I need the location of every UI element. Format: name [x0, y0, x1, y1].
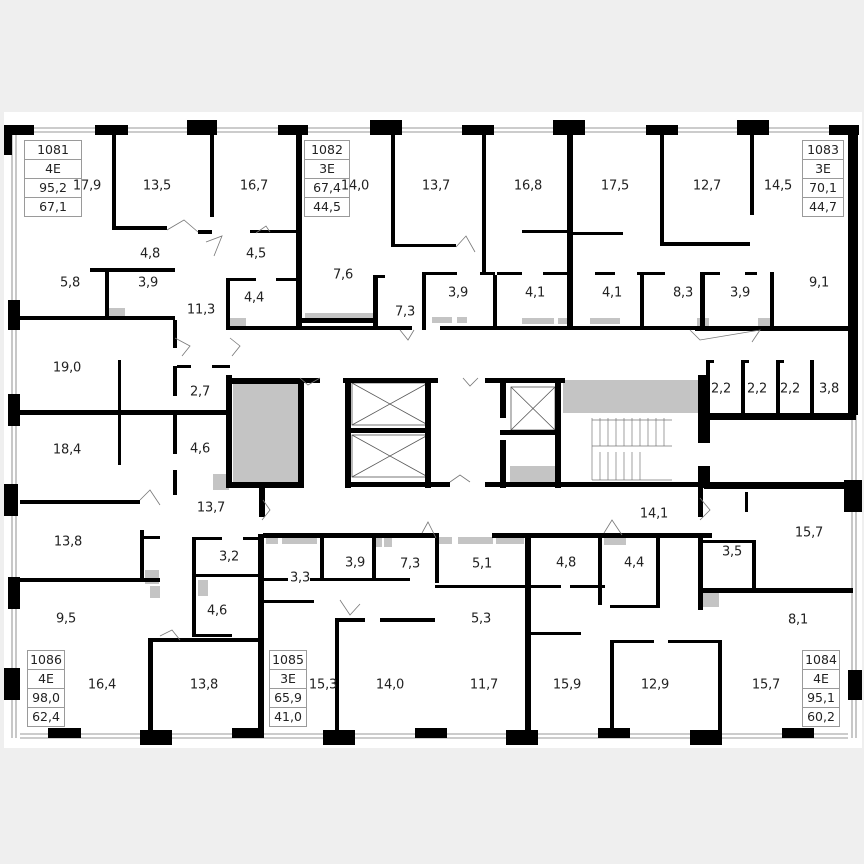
room-area-label: 9,1	[808, 275, 830, 291]
apartment-number: 1084	[803, 651, 839, 670]
room-area-label: 8,1	[787, 612, 809, 628]
room-area-label: 3,5	[721, 544, 743, 560]
room-area-label: 3,8	[818, 381, 840, 397]
apartment-total-area: 95,2	[25, 179, 81, 198]
room-area-label: 11,7	[469, 677, 499, 693]
room-area-label: 2,2	[710, 381, 732, 397]
apartment-tag-1085: 1085 3E 65,9 41,0	[269, 650, 307, 727]
room-area-label: 8,3	[672, 285, 694, 301]
room-area-label: 4,1	[601, 285, 623, 301]
room-area-label: 19,0	[52, 360, 82, 376]
room-area-label: 5,8	[59, 275, 81, 291]
apartment-tag-1086: 1086 4E 98,0 62,4	[27, 650, 65, 727]
room-area-label: 3,3	[289, 570, 311, 586]
room-area-label: 4,1	[524, 285, 546, 301]
room-area-label: 15,7	[794, 525, 824, 541]
apartment-type: 4E	[803, 670, 839, 689]
room-area-label: 2,7	[189, 384, 211, 400]
room-area-label: 4,6	[206, 603, 228, 619]
room-area-label: 18,4	[52, 442, 82, 458]
room-area-label: 2,2	[779, 381, 801, 397]
room-area-label: 13,8	[53, 534, 83, 550]
apartment-number: 1086	[28, 651, 64, 670]
room-area-label: 7,6	[332, 267, 354, 283]
plan-background	[4, 112, 862, 748]
room-area-label: 13,7	[421, 178, 451, 194]
apartment-type: 4E	[25, 160, 81, 179]
apartment-tag-1081: 1081 4E 95,2 67,1	[24, 140, 82, 217]
apartment-type: 3E	[803, 160, 843, 179]
room-area-label: 12,9	[640, 677, 670, 693]
apartment-living-area: 44,7	[809, 199, 837, 214]
apartment-number: 1081	[25, 141, 81, 160]
apartment-type: 3E	[305, 160, 349, 179]
stairs	[591, 418, 672, 481]
apartment-living-area: 60,2	[807, 709, 835, 724]
room-area-label: 14,0	[340, 178, 370, 194]
room-area-label: 3,9	[447, 285, 469, 301]
room-area-label: 4,8	[555, 555, 577, 571]
room-area-label: 13,8	[189, 677, 219, 693]
room-area-label: 16,4	[87, 677, 117, 693]
apartment-living-area: 67,1	[39, 199, 67, 214]
room-area-label: 2,2	[746, 381, 768, 397]
room-area-label: 4,8	[139, 246, 161, 262]
room-area-label: 4,6	[189, 441, 211, 457]
apartment-type: 3E	[270, 670, 306, 689]
apartment-living-area: 44,5	[313, 199, 341, 214]
room-area-label: 14,5	[763, 178, 793, 194]
room-area-label: 11,3	[186, 302, 216, 318]
room-area-label: 3,9	[344, 555, 366, 571]
apartment-tag-1083: 1083 3E 70,1 44,7	[802, 140, 844, 217]
room-area-label: 7,3	[394, 304, 416, 320]
apartment-number: 1083	[803, 141, 843, 160]
room-area-label: 16,7	[239, 178, 269, 194]
room-area-label: 15,9	[552, 677, 582, 693]
apartment-total-area: 65,9	[270, 689, 306, 708]
room-area-label: 13,5	[142, 178, 172, 194]
apartment-tag-1082: 1082 3E 67,4 44,5	[304, 140, 350, 217]
room-area-label: 9,5	[55, 611, 77, 627]
apartment-number: 1085	[270, 651, 306, 670]
room-area-label: 12,7	[692, 178, 722, 194]
room-area-label: 3,9	[137, 275, 159, 291]
apartment-total-area: 98,0	[28, 689, 64, 708]
apartment-type: 4E	[28, 670, 64, 689]
apartment-total-area: 70,1	[803, 179, 843, 198]
room-area-label: 4,4	[243, 290, 265, 306]
door-swings	[139, 219, 761, 641]
room-area-label: 4,5	[245, 246, 267, 262]
room-area-label: 13,7	[196, 500, 226, 516]
shafts	[107, 308, 770, 607]
room-area-label: 17,9	[72, 178, 102, 194]
apartment-number: 1082	[305, 141, 349, 160]
room-area-label: 14,1	[639, 506, 669, 522]
apartment-total-area: 67,4	[305, 179, 349, 198]
room-area-label: 7,3	[399, 556, 421, 572]
room-area-label: 17,5	[600, 178, 630, 194]
room-area-label: 3,9	[729, 285, 751, 301]
room-area-label: 4,4	[623, 555, 645, 571]
room-area-label: 15,3	[308, 677, 338, 693]
room-area-label: 3,2	[218, 549, 240, 565]
apartment-living-area: 62,4	[32, 709, 60, 724]
apartment-living-area: 41,0	[274, 709, 302, 724]
room-area-label: 15,7	[751, 677, 781, 693]
room-area-label: 5,3	[470, 611, 492, 627]
walls	[4, 120, 862, 745]
room-area-label: 16,8	[513, 178, 543, 194]
room-area-label: 5,1	[471, 556, 493, 572]
room-area-label: 14,0	[375, 677, 405, 693]
apartment-total-area: 95,1	[803, 689, 839, 708]
apartment-tag-1084: 1084 4E 95,1 60,2	[802, 650, 840, 727]
